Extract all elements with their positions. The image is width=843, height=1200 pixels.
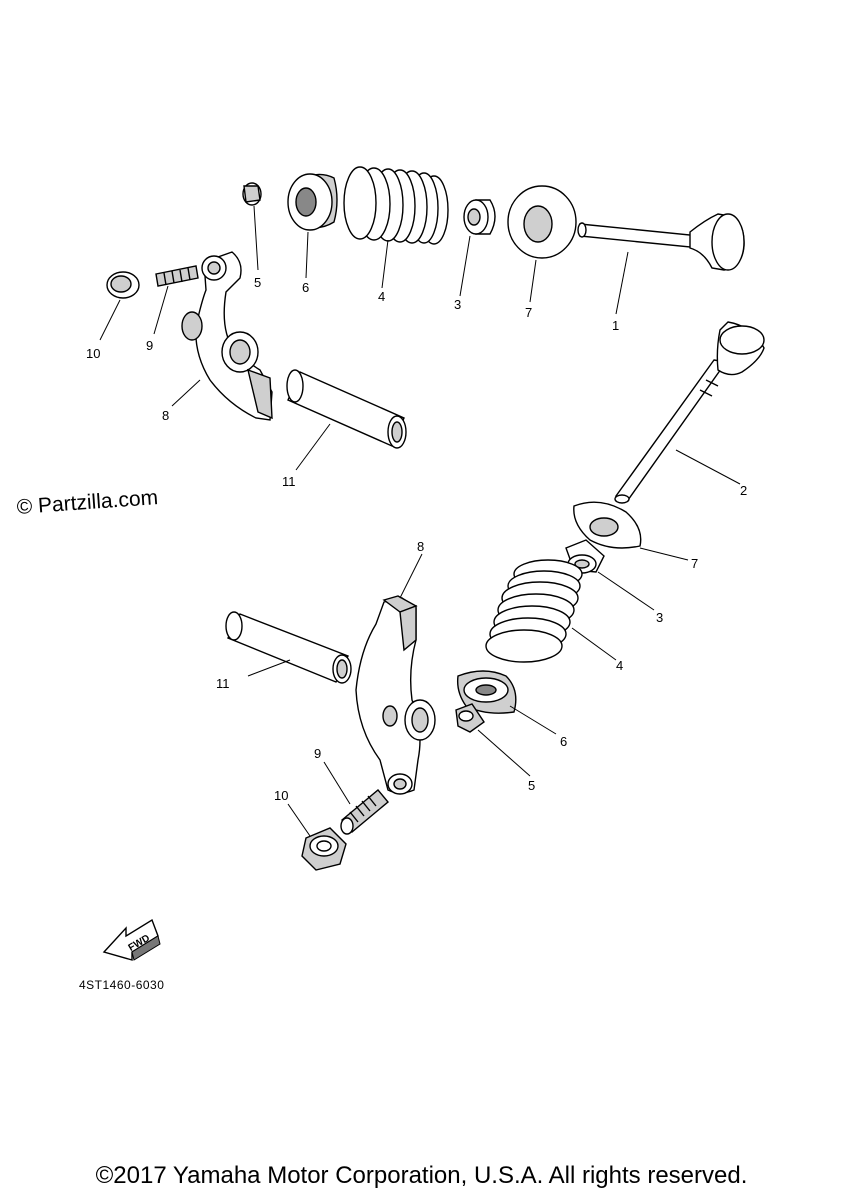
callout-10-lower: 10 <box>274 788 288 803</box>
callout-6-upper: 6 <box>302 280 309 295</box>
part-3-oil-seal-upper[interactable] <box>463 199 496 235</box>
callout-1-upper: 1 <box>612 318 619 333</box>
part-10-nut-upper[interactable] <box>106 271 140 299</box>
callouts-lower: 2 7 3 4 6 5 8 11 9 10 <box>216 483 747 803</box>
callout-3-lower: 3 <box>656 610 663 625</box>
part-9-screw-upper[interactable] <box>155 265 199 287</box>
callout-11-lower: 11 <box>216 676 230 691</box>
part-7-spring-seat-lower[interactable] <box>573 501 642 549</box>
part-8-rocker-arm-lower[interactable] <box>355 595 436 795</box>
part-6-retainer-upper[interactable] <box>287 173 338 231</box>
callout-9-lower: 9 <box>314 746 321 761</box>
callout-10-upper: 10 <box>86 346 100 361</box>
part-4-valve-spring-upper[interactable] <box>343 166 449 245</box>
callout-6-lower: 6 <box>560 734 567 749</box>
part-5-cotter-lower[interactable] <box>455 703 485 733</box>
part-1-valve-upper[interactable] <box>577 213 745 271</box>
callout-9-upper: 9 <box>146 338 153 353</box>
part-4-valve-spring-lower[interactable] <box>485 559 583 663</box>
part-8-rocker-arm-upper[interactable] <box>181 251 273 421</box>
callout-3-upper: 3 <box>454 297 461 312</box>
callout-8-upper: 8 <box>162 408 169 423</box>
callout-7-lower: 7 <box>691 556 698 571</box>
callout-2-lower: 2 <box>740 483 747 498</box>
callout-4-lower: 4 <box>616 658 623 673</box>
callout-7-upper: 7 <box>525 305 532 320</box>
fwd-arrow-icon: FWD <box>102 918 161 961</box>
callouts-upper: 5 6 4 3 7 1 10 9 8 11 <box>86 275 619 489</box>
part-11-rocker-shaft-upper[interactable] <box>286 369 407 449</box>
catalog-number: 4ST1460-6030 <box>79 978 165 992</box>
part-6-retainer-lower[interactable] <box>456 670 517 714</box>
callout-8-lower: 8 <box>417 539 424 554</box>
callout-5-upper: 5 <box>254 275 261 290</box>
part-7-spring-seat-upper[interactable] <box>507 185 577 259</box>
part-2-valve-lower[interactable] <box>614 321 765 504</box>
part-10-nut-lower[interactable] <box>301 827 347 871</box>
callout-5-lower: 5 <box>528 778 535 793</box>
callout-4-upper: 4 <box>378 289 385 304</box>
leaders-upper <box>99 205 629 471</box>
callout-11-upper: 11 <box>282 474 296 489</box>
part-11-rocker-shaft-lower[interactable] <box>225 611 352 684</box>
part-9-screw-lower[interactable] <box>340 789 389 835</box>
leaders-lower <box>247 449 741 837</box>
copyright-notice: ©2017 Yamaha Motor Corporation, U.S.A. A… <box>95 1162 748 1189</box>
part-5-cotter-upper[interactable] <box>242 182 262 206</box>
